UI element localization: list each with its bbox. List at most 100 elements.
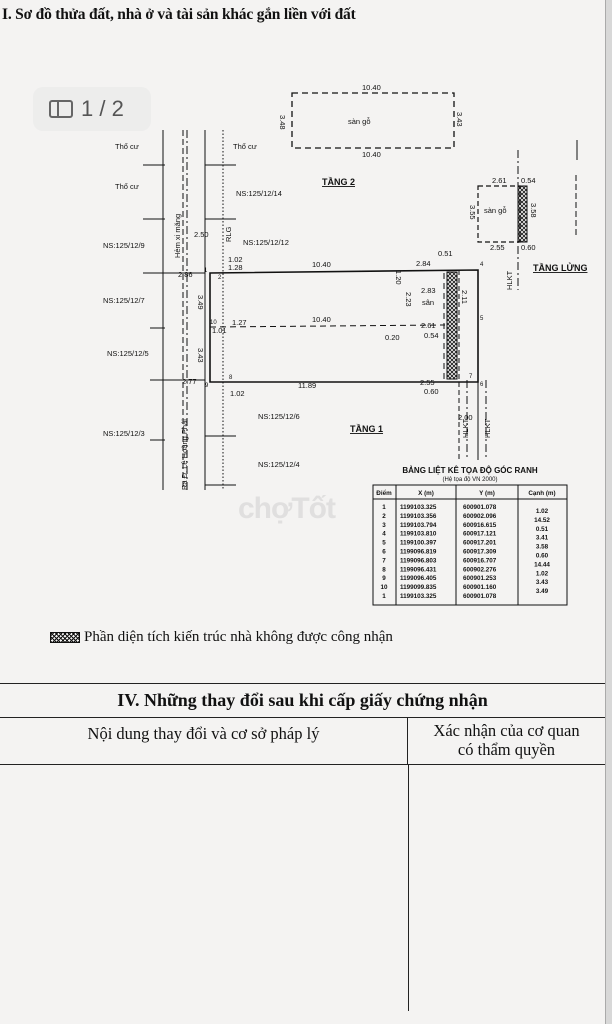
parcel-label: NS:125/12/3	[103, 429, 145, 438]
dim: 0.20	[385, 333, 400, 342]
table-cell-point: 2	[382, 513, 386, 520]
dim: 2.23	[404, 292, 413, 307]
table-cell-x: 1199103.810	[400, 531, 437, 538]
table-cell-y: 600916.707	[463, 557, 497, 564]
table-cell-point: 1	[382, 593, 386, 600]
table-cell-edge: 3.41	[536, 535, 549, 542]
dim: 2.86	[178, 270, 193, 279]
dim: 1.20	[394, 270, 403, 285]
table-cell-y: 600901.078	[463, 593, 497, 600]
dim: 2.61	[421, 321, 436, 330]
dim: 10.40	[312, 315, 331, 324]
table-cell-x: 1199100.397	[400, 540, 437, 547]
dim: 0.54	[424, 331, 439, 340]
floor-divider	[209, 324, 446, 328]
table-cell-y: 600916.615	[463, 522, 497, 529]
hatch-swatch-icon	[50, 632, 80, 643]
table-cell-edge: 3.43	[536, 579, 549, 586]
parcel-label: NS:125/12/6	[258, 412, 300, 421]
watermark: chợTốt	[238, 492, 336, 525]
table-cell-point: 9	[382, 575, 386, 582]
room-label: sân	[422, 298, 434, 307]
dim: 3.48	[278, 115, 287, 130]
table-cell-point: 10	[380, 584, 388, 591]
table-cell-point: 1	[382, 504, 386, 511]
dim: 0.51	[438, 249, 453, 258]
parcel-label: NS:125/12/7	[103, 296, 145, 305]
table-header: Cạnh (m)	[528, 490, 555, 497]
changes-section: IV. Những thay đổi sau khi cấp giấy chứn…	[0, 683, 605, 1011]
table-cell-edge: 1.02	[536, 508, 549, 515]
dim: 10.40	[362, 83, 381, 92]
table-cell-x: 1199096.819	[400, 549, 437, 556]
table-cell-edge: 0.51	[536, 526, 549, 533]
table-cell-edge: 0.60	[536, 553, 549, 560]
dim: 2.11	[460, 290, 469, 304]
table-cell-x: 1199096.405	[400, 575, 437, 582]
dim: 10.40	[362, 150, 381, 159]
land-plot-diagram: 10.40 10.40 sàn gỗ 3.48 3.43 TẦNG 2 2.61…	[103, 83, 587, 606]
floor2-outline	[291, 92, 455, 149]
dim: 2.61	[492, 176, 507, 185]
dim: HLKT	[483, 418, 492, 438]
parcel-label: Thổ cư	[115, 142, 139, 151]
page-edge	[605, 0, 612, 1024]
floor2-label: TẦNG 2	[322, 177, 355, 187]
dim: 3.58	[529, 203, 538, 218]
table-cell-point: 3	[382, 522, 386, 529]
road-label: Ra Đ. Lê Hoàng Phái	[180, 419, 189, 490]
table-cell-point: 6	[382, 549, 386, 556]
dim: 2.84	[416, 259, 431, 268]
point-label: 9	[205, 383, 209, 389]
parcel-label: NS:125/12/4	[258, 460, 300, 469]
table-cell-y: 600917.121	[463, 531, 497, 538]
point-label: 7	[469, 374, 473, 380]
dim: HLKT	[461, 418, 470, 438]
table-cell-edge: 3.58	[536, 544, 549, 551]
point-label: 5	[480, 316, 484, 322]
table-cell-y: 600917.309	[463, 549, 497, 556]
table-cell-x: 1199103.794	[400, 522, 437, 529]
dim: 3.55	[468, 205, 477, 220]
table-cell-x: 1199103.325	[400, 504, 437, 511]
section-title: I. Sơ đồ thửa đất, nhà ở và tài sản khác…	[2, 6, 356, 23]
dim: 1.27	[232, 318, 247, 327]
table-cell-point: 8	[382, 566, 386, 573]
dim: 2.77	[182, 377, 197, 386]
table-cell-x: 1199096.803	[400, 557, 437, 564]
table-cell-y: 600901.160	[463, 584, 497, 591]
table-header: X (m)	[418, 490, 434, 497]
table-cell-x: 1199103.356	[400, 513, 437, 520]
dim: 0.60	[424, 387, 439, 396]
road-label: Hẻm xi măng	[173, 214, 182, 258]
parcel-label: NS:125/12/14	[236, 189, 282, 198]
dim: 2.50	[194, 230, 209, 239]
column-header-content: Nội dung thay đổi và cơ sở pháp lý	[0, 718, 408, 764]
dim: 2.83	[421, 286, 436, 295]
table-cell-y: 600902.276	[463, 566, 497, 573]
coordinate-table: BẢNG LIỆT KÊ TỌA ĐỘ GÓC RANH (Hệ tọa độ …	[372, 466, 568, 606]
legend-text: Phần diện tích kiến trúc nhà không được …	[84, 629, 393, 645]
parcel-label: NS:125/12/9	[103, 241, 145, 250]
table-cell-point: 5	[382, 540, 386, 547]
table-cell-y: 600902.096	[463, 513, 497, 520]
mezzanine-outline	[477, 185, 521, 243]
dim: 1.28	[228, 263, 243, 272]
dim: 3.43	[196, 348, 205, 363]
table-cell-y: 600901.078	[463, 504, 497, 511]
floor1-label: TẦNG 1	[350, 424, 383, 434]
header-line: có thẩm quyền	[457, 740, 556, 759]
parcel-label: NS:125/12/5	[107, 349, 149, 358]
page-indicator[interactable]: 1 / 2	[33, 87, 151, 131]
table-cell-x: 1199096.431	[400, 566, 437, 573]
header-line: Xác nhận của cơ quan	[433, 721, 580, 740]
column-header-confirmation: Xác nhận của cơ quan có thẩm quyền	[408, 718, 605, 764]
unrecognized-area-hatch	[446, 271, 458, 380]
dim: 1.02	[228, 255, 243, 264]
table-title: BẢNG LIỆT KÊ TỌA ĐỘ GÓC RANH	[402, 466, 537, 475]
changes-content-cell	[0, 765, 409, 1011]
unrecognized-area-hatch	[517, 185, 528, 243]
dim: 3.49	[196, 295, 205, 310]
changes-title: IV. Những thay đổi sau khi cấp giấy chứn…	[0, 684, 605, 718]
table-cell-edge: 14.52	[534, 517, 550, 524]
